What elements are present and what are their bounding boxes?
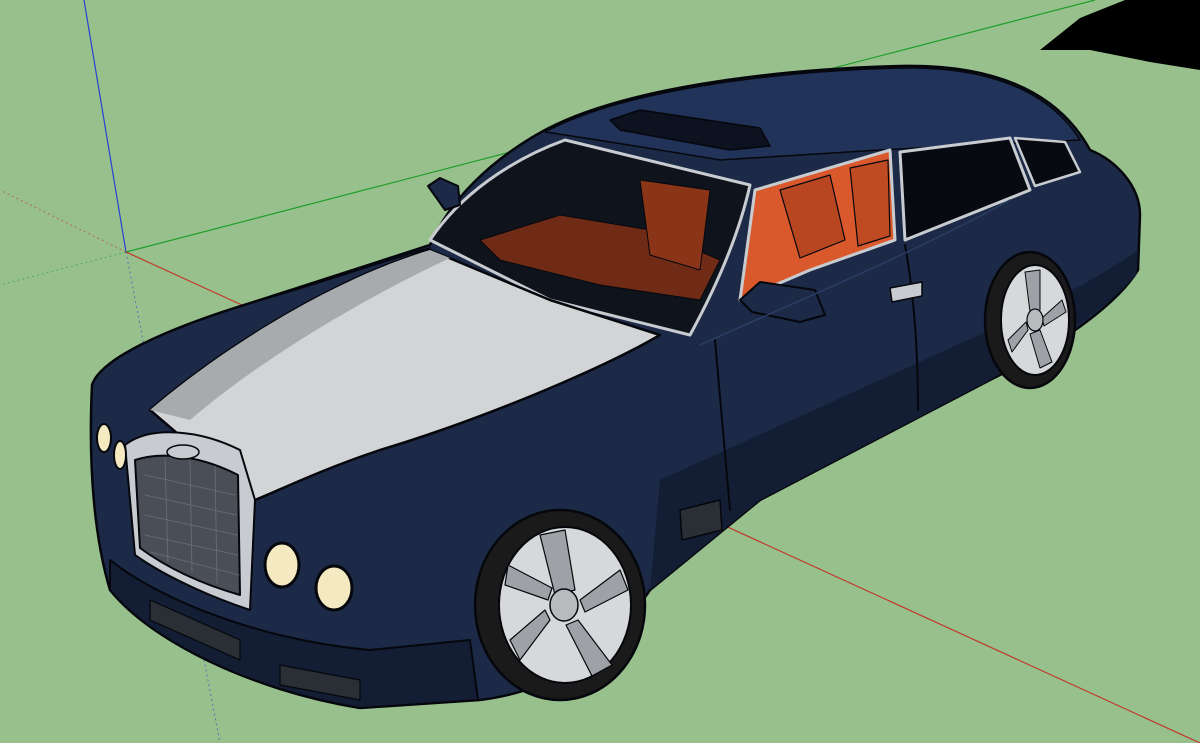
headlight-inner-left — [96, 423, 112, 453]
interior-seat-front — [639, 179, 711, 271]
front-rim-spokes — [504, 529, 629, 677]
blue-axis-line — [83, 0, 127, 253]
quarter-window — [1013, 136, 1082, 188]
bumper-vent-right — [279, 664, 361, 701]
rear-side-window — [898, 136, 1032, 242]
headlight-outer-left — [113, 440, 127, 470]
rear-rim-spokes — [1007, 269, 1067, 369]
bumper-vent-left — [149, 599, 241, 661]
fender-vent — [679, 499, 723, 541]
green-axis-dotted — [0, 251, 127, 286]
side-mirror-left[interactable] — [427, 177, 461, 211]
rear-hub — [1026, 308, 1044, 332]
front-hub — [549, 588, 579, 622]
front-wheel[interactable] — [473, 508, 647, 702]
red-axis-dotted — [0, 189, 127, 253]
headlight-inner-right — [263, 541, 301, 589]
car-model[interactable] — [89, 64, 1142, 710]
rear-wheel[interactable] — [983, 250, 1077, 390]
front-door-line — [714, 339, 731, 511]
sunroof — [609, 109, 771, 151]
hood-shading — [150, 250, 450, 420]
rear-door-line — [904, 244, 919, 411]
shoulder-line — [259, 247, 431, 301]
grille-mesh — [144, 457, 240, 584]
rear-seat — [849, 159, 891, 247]
headlight-outer-right — [314, 564, 354, 612]
black-object-shape[interactable] — [1040, 0, 1200, 70]
front-seat — [779, 174, 846, 259]
side-mirror-right[interactable] — [739, 281, 826, 323]
front-bumper — [109, 559, 479, 709]
door-handle-front[interactable] — [889, 281, 923, 303]
blue-axis-dotted — [125, 251, 221, 743]
belt-line — [699, 199, 1011, 346]
hood-badge — [166, 444, 200, 460]
